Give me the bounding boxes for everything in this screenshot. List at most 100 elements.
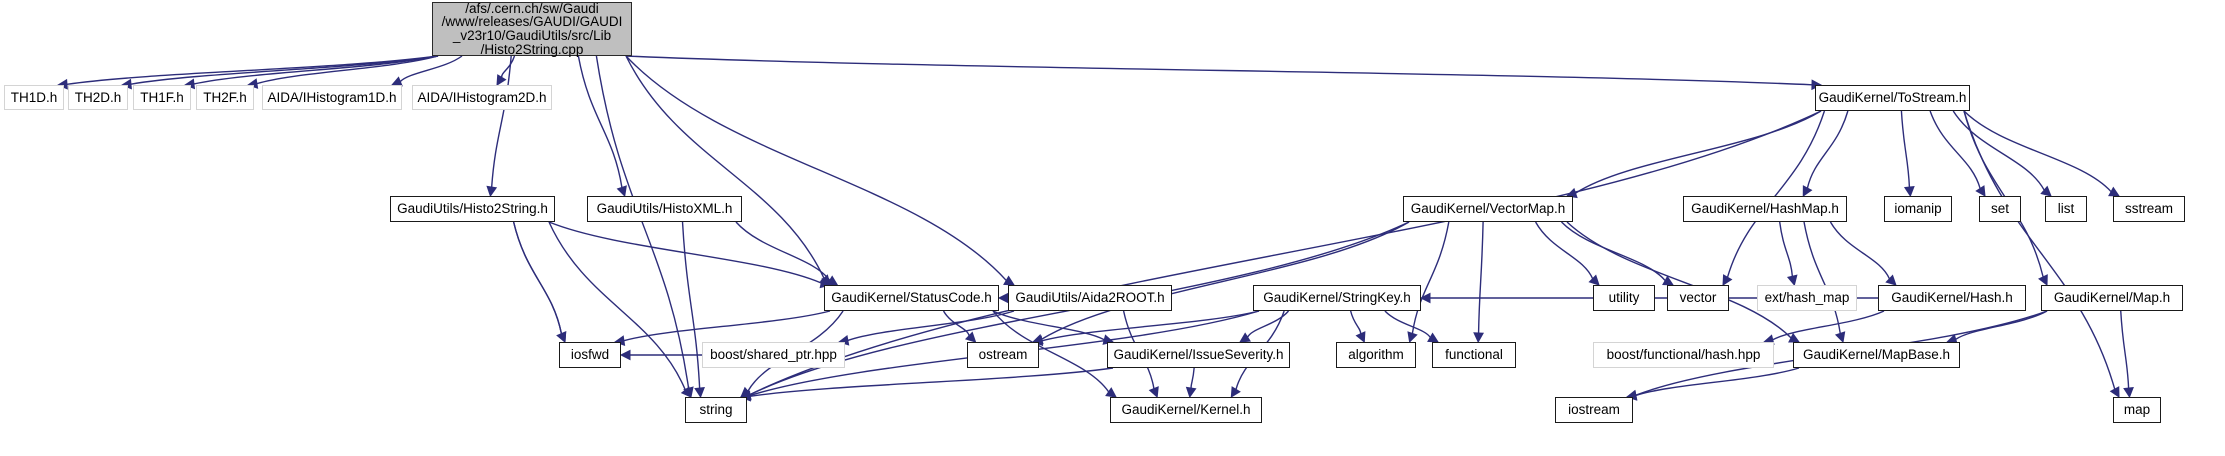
- graph-node-hashh[interactable]: GaudiKernel/Hash.h: [1878, 285, 2026, 311]
- graph-node-th2d[interactable]: TH2D.h: [68, 85, 128, 110]
- edge-arrowhead: [1722, 274, 1733, 286]
- graph-root-node[interactable]: /afs/.cern.ch/sw/Gaudi /www/releases/GAU…: [432, 2, 632, 56]
- edge-vectormap-to-utility: [1534, 221, 1594, 279]
- edge-maph-to-map: [2120, 310, 2130, 389]
- edge-arrowhead: [1903, 185, 1915, 198]
- edge-root-to-string: [595, 55, 690, 389]
- edge-arrowhead: [1355, 331, 1366, 344]
- graph-node-aida2root[interactable]: GaudiUtils/Aida2ROOT.h: [1008, 285, 1172, 311]
- graph-node-utility[interactable]: utility: [1593, 285, 1655, 311]
- edge-tostream-to-set: [1929, 110, 1981, 189]
- edge-root-to-th2f: [256, 55, 439, 85]
- graph-node-th2f[interactable]: TH2F.h: [196, 85, 254, 110]
- edge-arrowhead: [964, 331, 977, 343]
- edge-maph-to-mapbase: [1955, 310, 2048, 340]
- edge-arrowhead: [556, 331, 567, 344]
- edge-arrowhead: [1427, 332, 1439, 343]
- graph-node-th1d[interactable]: TH1D.h: [4, 85, 64, 110]
- edge-hashmap-to-hashh: [1829, 221, 1891, 280]
- edge-root-to-th1d: [66, 55, 439, 86]
- edge-mapbase-to-iostream: [1635, 367, 1800, 397]
- graph-node-histoxml[interactable]: GaudiUtils/HistoXML.h: [587, 196, 742, 222]
- edge-stringkey-to-issuesev: [1247, 310, 1290, 338]
- edge-tostream-to-sstream: [1963, 110, 2112, 193]
- graph-node-iomanip[interactable]: iomanip: [1884, 196, 1952, 222]
- edge-histo2str-to-iosfwd: [512, 221, 563, 334]
- edge-arrowhead: [1473, 332, 1485, 344]
- graph-node-functional[interactable]: functional: [1432, 342, 1516, 368]
- graph-node-histo2str[interactable]: GaudiUtils/Histo2String.h: [390, 196, 555, 222]
- edge-root-to-histoxml: [577, 55, 623, 188]
- graph-node-sharedptr[interactable]: boost/shared_ptr.hpp: [702, 342, 845, 368]
- edge-arrowhead: [1239, 332, 1251, 343]
- edge-root-to-statuscode: [625, 55, 825, 279]
- graph-node-iosfwd[interactable]: iosfwd: [559, 342, 621, 368]
- graph-node-kernel[interactable]: GaudiKernel/Kernel.h: [1110, 397, 1262, 423]
- edge-arrowhead: [1662, 275, 1674, 286]
- edge-arrowhead: [819, 274, 831, 286]
- edge-issuesev-to-kernel: [1190, 367, 1195, 389]
- edge-tostream-to-vector: [1726, 110, 1826, 278]
- edge-tostream-to-vectormap: [1575, 110, 1822, 194]
- graph-node-boosthash[interactable]: boost/functional/hash.hpp: [1593, 342, 1774, 368]
- graph-node-map[interactable]: map: [2113, 397, 2161, 423]
- edge-root-to-tostream: [625, 55, 1813, 86]
- graph-node-list[interactable]: list: [2045, 196, 2087, 222]
- edge-arrowhead: [683, 386, 694, 399]
- edge-tostream-to-maph: [1963, 110, 2044, 278]
- edge-root-to-th1f: [193, 55, 439, 85]
- edge-root-to-aida1d: [399, 55, 463, 83]
- edge-statuscode-to-iosfwd: [623, 310, 831, 342]
- graph-node-exthashmap[interactable]: ext/hash_map: [1757, 285, 1857, 311]
- edge-arrowhead: [1588, 274, 1600, 286]
- edge-arrowhead: [2040, 185, 2052, 197]
- edge-tostream-to-iomanip: [1900, 110, 1911, 188]
- edge-arrowhead: [2038, 274, 2048, 286]
- edge-tostream-to-list: [1952, 110, 2045, 191]
- graph-node-sstream[interactable]: sstream: [2113, 196, 2185, 222]
- graph-node-stringkey[interactable]: GaudiKernel/StringKey.h: [1253, 285, 1421, 311]
- edge-arrowhead: [1230, 386, 1241, 398]
- edge-arrowhead: [1407, 331, 1418, 344]
- edge-arrowhead: [1105, 387, 1117, 398]
- graph-node-iostream[interactable]: iostream: [1555, 397, 1633, 423]
- edge-vectormap-to-mapbase: [1566, 221, 1792, 339]
- graph-node-algorithm[interactable]: algorithm: [1336, 342, 1416, 368]
- graph-node-ostream[interactable]: ostream: [967, 342, 1039, 368]
- edge-root-to-th2d: [130, 55, 439, 85]
- edge-arrowhead: [997, 292, 1009, 304]
- edge-arrowhead: [1834, 331, 1846, 344]
- edge-stringkey-to-algorithm: [1349, 310, 1362, 334]
- edge-stringkey-to-functional: [1384, 310, 1431, 338]
- graph-node-mapbase[interactable]: GaudiKernel/MapBase.h: [1793, 342, 1960, 368]
- edge-histo2str-to-statuscode: [548, 221, 822, 284]
- graph-node-set[interactable]: set: [1979, 196, 2021, 222]
- edge-hashmap-to-exthashmap: [1779, 221, 1794, 277]
- edge-arrowhead: [1148, 386, 1159, 399]
- edge-arrowhead: [694, 386, 705, 399]
- edge-vectormap-to-ostream: [1041, 221, 1410, 340]
- edge-arrowhead: [680, 386, 692, 398]
- graph-node-vector[interactable]: vector: [1667, 285, 1729, 311]
- graph-node-aida2d[interactable]: AIDA/IHistogram2D.h: [412, 85, 552, 110]
- graph-node-statuscode[interactable]: GaudiKernel/StatusCode.h: [824, 285, 999, 311]
- edge-arrowhead: [1975, 185, 1986, 197]
- edge-statuscode-to-ostream: [942, 310, 970, 337]
- graph-node-tostream[interactable]: GaudiKernel/ToStream.h: [1815, 85, 1970, 111]
- edge-arrowhead: [1419, 292, 1431, 304]
- edge-histo2str-to-iosfwd: [512, 221, 563, 334]
- edge-vectormap-to-algorithm: [1411, 221, 1450, 334]
- edge-arrowhead: [486, 185, 498, 198]
- graph-node-issuesev[interactable]: GaudiKernel/IssueSeverity.h: [1107, 342, 1290, 368]
- graph-node-vectormap[interactable]: GaudiKernel/VectorMap.h: [1403, 196, 1573, 222]
- edge-arrowhead: [826, 275, 839, 286]
- graph-node-th1f[interactable]: TH1F.h: [133, 85, 191, 110]
- edge-issuesev-to-string: [749, 367, 1114, 397]
- graph-node-maph[interactable]: GaudiKernel/Map.h: [2041, 285, 2183, 311]
- graph-node-string[interactable]: string: [685, 397, 747, 423]
- graph-node-hashmap[interactable]: GaudiKernel/HashMap.h: [1683, 196, 1847, 222]
- edge-vectormap-to-functional: [1477, 221, 1484, 334]
- graph-node-aida1d[interactable]: AIDA/IHistogram1D.h: [262, 85, 402, 110]
